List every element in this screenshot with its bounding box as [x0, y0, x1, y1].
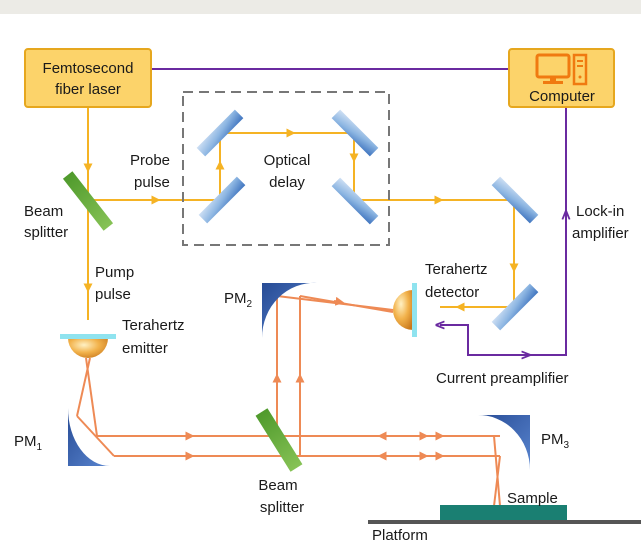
delay-mirror-4 [331, 177, 379, 225]
detector-to-computer-line [447, 108, 567, 356]
delay-mirror-3 [331, 109, 379, 157]
beam-splitter-2 [255, 408, 303, 472]
detector-label-line2: detector [425, 284, 479, 301]
pm3-mirror [476, 414, 530, 470]
signal-lines [150, 68, 567, 356]
optical-delay-label-line2: delay [269, 174, 305, 191]
femtosecond-laser-box [24, 48, 152, 108]
pm1-label-sub: 1 [37, 442, 43, 453]
probe-label-line2: pulse [134, 174, 170, 191]
top-band [0, 0, 641, 14]
terahertz-emitter [60, 334, 116, 358]
right-mirror-top [491, 176, 539, 224]
beam-splitter1-label-line2: splitter [24, 224, 68, 241]
pm2-label: PM2 [224, 290, 253, 310]
computer-label: Computer [529, 88, 595, 105]
pump-label-line1: Pump [95, 264, 134, 281]
beam-splitter2-label-line1: Beam [258, 477, 297, 494]
pm2-label-sub: 2 [247, 299, 253, 310]
emitter-label-line2: emitter [122, 340, 168, 357]
laser-label-line1: Femtosecond [43, 60, 134, 77]
optical-delay-label-line1: Optical [264, 152, 311, 169]
detector-label-line1: Terahertz [425, 261, 488, 278]
pm2-mirror [261, 282, 317, 338]
pm1-label-main: PM [14, 433, 37, 450]
optical-delay-box [182, 91, 390, 246]
terahertz-beams [76, 295, 501, 507]
pm2-label-main: PM [224, 290, 247, 307]
platform-label: Platform [372, 527, 428, 541]
delay-mirror-1 [196, 109, 244, 157]
pm3-label: PM3 [541, 431, 570, 451]
beam-splitter1-label-line1: Beam [24, 203, 63, 220]
thz-to-detector-2 [299, 295, 394, 313]
preamp-label: Current preamplifier [436, 370, 569, 387]
sample-plate [440, 505, 567, 520]
emitter-label-line1: Terahertz [122, 317, 185, 334]
pm1-mirror [68, 408, 110, 466]
platform-bar [368, 520, 641, 524]
sample-label: Sample [507, 490, 558, 507]
pump-label-line2: pulse [95, 286, 131, 303]
thz-emit-3 [76, 415, 115, 457]
thz-down-2 [493, 455, 501, 507]
terahertz-detector [393, 283, 417, 337]
right-mirror-bottom [491, 283, 539, 331]
thz-emit-2 [76, 357, 91, 417]
beam-splitter2-label-line2: splitter [260, 499, 304, 516]
pm3-label-main: PM [541, 431, 564, 448]
computer-icon [535, 53, 588, 86]
thz-down-1 [493, 435, 501, 507]
pm3-label-sub: 3 [564, 440, 570, 451]
beam-splitter-1 [62, 171, 114, 231]
delay-mirror-2 [198, 176, 246, 224]
lockin-label-line1: Lock-in [576, 203, 624, 220]
pm1-label: PM1 [14, 433, 43, 453]
probe-label-line1: Probe [130, 152, 170, 169]
lockin-label-line2: amplifier [572, 225, 629, 242]
laser-label-line2: fiber laser [55, 81, 121, 98]
flat-mirrors [196, 109, 539, 331]
